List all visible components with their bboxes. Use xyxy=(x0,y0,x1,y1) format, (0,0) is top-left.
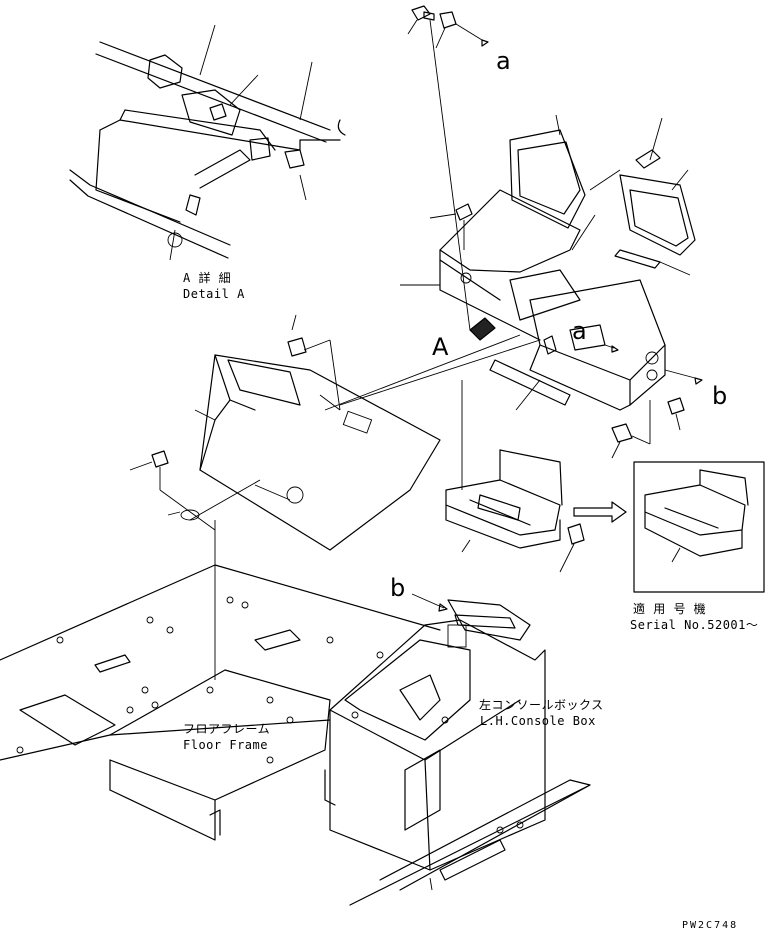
serial-inset-frame xyxy=(633,461,765,593)
view-a-label: A xyxy=(432,333,449,361)
leader-lines xyxy=(169,229,176,261)
floor-frame xyxy=(0,564,441,841)
drawing-code: PW2C748 xyxy=(682,920,739,931)
detail-a-view xyxy=(69,24,346,259)
console-box xyxy=(324,593,591,906)
left-floor-panel xyxy=(129,314,541,680)
console-box-label-en: L.H.Console Box xyxy=(480,714,596,728)
arrow-a-mid-label: a xyxy=(572,317,587,345)
arrow-a-top-label: a xyxy=(496,47,511,75)
floor-frame-label-jp: フロアフレーム xyxy=(183,722,271,736)
serial-label-jp: 適 用 号 機 xyxy=(633,602,707,616)
detail-a-label-en: Detail A xyxy=(183,287,245,301)
right-fasteners xyxy=(604,344,703,459)
upper-bracket-assembly xyxy=(400,189,666,411)
arrow-b-left-label: b xyxy=(390,574,406,602)
floor-frame-label-en: Floor Frame xyxy=(183,738,268,752)
detail-a-label-jp: A 詳 細 xyxy=(183,271,232,285)
console-box-label-jp: 左コンソールボックス xyxy=(479,698,604,712)
top-fasteners xyxy=(407,5,489,331)
lower-mounting-bracket xyxy=(445,380,765,593)
cover-plates xyxy=(509,114,696,276)
floor-holes xyxy=(16,596,334,764)
serial-label-en: Serial No.52001～ xyxy=(630,618,759,632)
arrow-b-right-label: b xyxy=(712,382,728,410)
